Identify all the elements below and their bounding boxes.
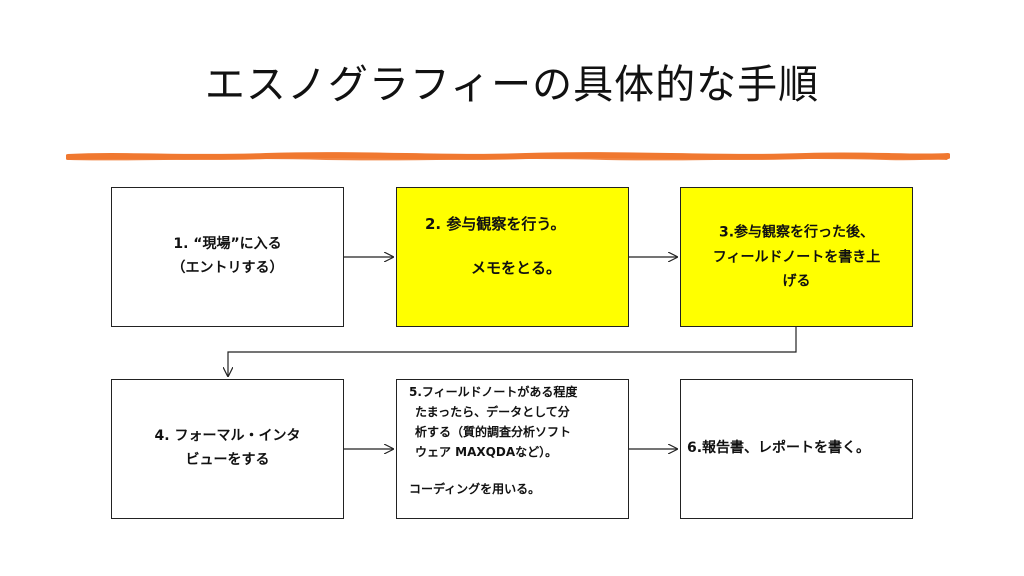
step-5-line-4: ウェア MAXQDAなど）。 bbox=[415, 445, 558, 459]
step-3-line-1: 3.参与観察を行った後、 bbox=[718, 224, 875, 241]
orange-brush-divider bbox=[66, 152, 950, 161]
step-3-line-3: げる bbox=[782, 273, 811, 290]
step-1-line-2: （エントリする） bbox=[171, 260, 284, 276]
step-5-line-5: コーディングを用いる。 bbox=[409, 482, 541, 496]
step-6-line-1: 6.報告書、レポートを書く。 bbox=[687, 440, 871, 457]
step-1-line-1: 1. “現場”に入る bbox=[173, 236, 282, 253]
arrow-3-to-4 bbox=[228, 327, 797, 376]
step-3-line-2: フィールドノートを書き上 bbox=[712, 248, 881, 265]
step-5-line-2: たまったら、データとして分 bbox=[415, 405, 570, 419]
step-4-line-2: ビューをする bbox=[185, 452, 270, 468]
step-4-box: 4. フォーマル・インタ ビューをする bbox=[111, 379, 344, 519]
step-2-line-1: 2. 参与観察を行う。 bbox=[425, 215, 566, 233]
step-2-line-2: メモをとる。 bbox=[471, 259, 562, 277]
step-1-box: 1. “現場”に入る （エントリする） bbox=[111, 187, 344, 327]
step-2-box: 2. 参与観察を行う。 メモをとる。 bbox=[396, 187, 629, 327]
step-4-line-1: 4. フォーマル・インタ bbox=[154, 428, 301, 445]
step-3-box: 3.参与観察を行った後、 フィールドノートを書き上 げる bbox=[680, 187, 913, 327]
step-6-box: 6.報告書、レポートを書く。 bbox=[680, 379, 913, 519]
step-5-box: 5.フィールドノートがある程度 たまったら、データとして分 析する（質的調査分析… bbox=[396, 379, 629, 519]
step-5-line-1: 5.フィールドノートがある程度 bbox=[409, 385, 578, 399]
page-title: エスノグラフィーの具体的な手順 bbox=[204, 62, 820, 108]
step-5-line-3: 析する（質的調査分析ソフト bbox=[415, 425, 572, 439]
